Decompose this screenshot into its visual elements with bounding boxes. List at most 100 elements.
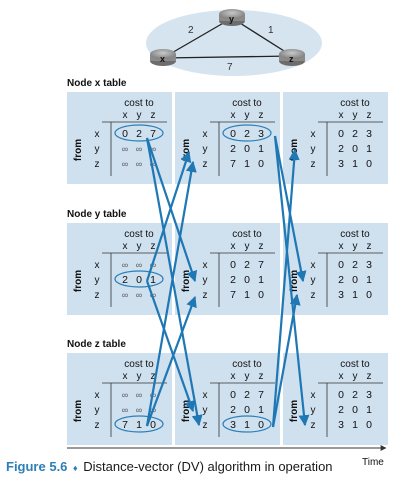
cost-cell: 2: [244, 389, 250, 401]
cost-cell: 0: [366, 419, 372, 431]
time-axis-label: Time: [362, 457, 384, 468]
cost-cell: 1: [352, 158, 358, 170]
cost-cell: 2: [352, 389, 358, 401]
cost-cell: 0: [122, 128, 128, 140]
row-header-z: z: [311, 420, 316, 431]
cost-cell: 0: [136, 274, 142, 286]
cost-cell: 0: [244, 274, 250, 286]
cost-to-label: cost to: [340, 98, 370, 109]
cost-cell: 1: [258, 274, 264, 286]
cost-cell: ∞: [136, 290, 142, 300]
cost-cell: 2: [338, 404, 344, 416]
link-y-z: [231, 17, 293, 57]
cost-cell: ∞: [122, 260, 128, 270]
arrow-y-to-x-round1: [145, 150, 192, 282]
cost-cell: 2: [122, 274, 128, 286]
cost-cell: ∞: [122, 144, 128, 154]
row-header-y: y: [311, 275, 316, 286]
cost-cell: 1: [244, 289, 250, 301]
cost-cell: ∞: [122, 159, 128, 169]
row-header-z: z: [95, 159, 100, 170]
link-cost-y-z: 1: [268, 25, 274, 36]
network-cloud: [146, 10, 322, 76]
cost-cell: 3: [338, 289, 344, 301]
cost-cell: 7: [122, 419, 128, 431]
column-header-z: z: [151, 241, 156, 252]
table-background: [67, 223, 172, 315]
row-header-y: y: [203, 144, 208, 155]
cost-cell: 3: [366, 389, 372, 401]
cost-cell: 1: [244, 419, 250, 431]
column-header-z: z: [367, 371, 372, 382]
cost-cell: 7: [230, 289, 236, 301]
row-header-x: x: [95, 260, 100, 271]
column-header-x: x: [123, 371, 128, 382]
cost-cell: 1: [366, 404, 372, 416]
row-header-z: z: [95, 290, 100, 301]
highlighted-distance-vector: [222, 415, 272, 433]
cost-cell: 3: [366, 259, 372, 271]
cost-cell: 1: [150, 274, 156, 286]
column-header-x: x: [339, 371, 344, 382]
router-x-icon: [150, 49, 176, 66]
from-label: from: [73, 400, 84, 422]
row-header-x: x: [203, 260, 208, 271]
row-header-z: z: [311, 159, 316, 170]
row-header-y: y: [311, 144, 316, 155]
cost-cell: 2: [244, 259, 250, 271]
row-header-x: x: [203, 129, 208, 140]
cost-cell: 3: [338, 419, 344, 431]
cost-cell: 0: [244, 404, 250, 416]
router-y-icon: [219, 9, 245, 26]
cost-cell: 0: [338, 389, 344, 401]
from-label: from: [289, 400, 300, 422]
cost-cell: 2: [352, 259, 358, 271]
cost-cell: 0: [230, 259, 236, 271]
router-y-label: y: [229, 14, 234, 24]
cost-to-label: cost to: [124, 229, 154, 240]
column-header-z: z: [151, 371, 156, 382]
cost-cell: 7: [258, 389, 264, 401]
cost-cell: 1: [244, 158, 250, 170]
node-z-table-title: Node z table: [67, 339, 126, 350]
row-header-x: x: [311, 129, 316, 140]
row-header-x: x: [311, 390, 316, 401]
highlighted-distance-vector: [114, 124, 164, 142]
cost-to-label: cost to: [340, 229, 370, 240]
cost-to-label: cost to: [124, 98, 154, 109]
cost-cell: 7: [150, 128, 156, 140]
cost-cell: 0: [230, 128, 236, 140]
column-header-z: z: [259, 371, 264, 382]
arrow-x-to-z-round2: [273, 135, 310, 427]
node-y-table-title: Node y table: [67, 209, 127, 220]
figure-caption: Figure 5.6 ♦ Distance-vector (DV) algori…: [6, 459, 333, 474]
table-background: [283, 223, 388, 315]
highlighted-distance-vector: [114, 270, 164, 288]
arrow-x-to-y-round2: [273, 135, 307, 283]
link-cost-x-y: 2: [188, 25, 194, 36]
cost-cell: ∞: [136, 405, 142, 415]
cost-cell: ∞: [150, 144, 156, 154]
column-header-y: y: [245, 110, 250, 121]
column-header-y: y: [245, 371, 250, 382]
figure-number: Figure 5.6: [6, 459, 68, 474]
column-header-y: y: [245, 241, 250, 252]
cost-cell: 0: [258, 158, 264, 170]
router-z-label: z: [289, 54, 294, 64]
cost-cell: 0: [366, 289, 372, 301]
node-x-table-title: Node x table: [67, 78, 127, 89]
cost-cell: 1: [366, 143, 372, 155]
time-axis: Time: [67, 445, 387, 468]
column-header-x: x: [231, 110, 236, 121]
cost-cell: 0: [258, 289, 264, 301]
arrow-z-to-y-round2: [271, 293, 301, 428]
cost-cell: ∞: [136, 390, 142, 400]
cost-cell: 0: [352, 404, 358, 416]
column-header-x: x: [231, 371, 236, 382]
cost-cell: 7: [258, 259, 264, 271]
